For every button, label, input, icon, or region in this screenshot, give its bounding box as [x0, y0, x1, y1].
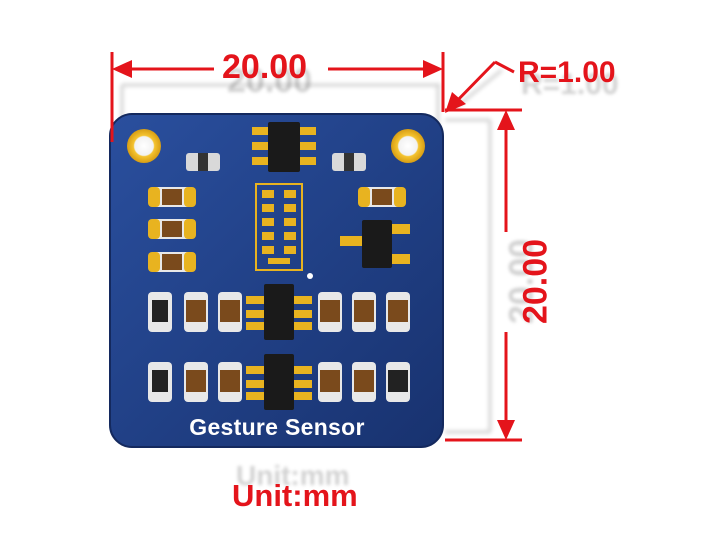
mounting-hole-top-right — [391, 129, 425, 163]
top-right-capacitor — [332, 153, 366, 171]
middle-row-components — [148, 284, 410, 340]
unit-label-shadow: Unit:mm — [236, 460, 350, 491]
pin1-marker — [307, 273, 313, 279]
right-transistor — [340, 220, 410, 268]
radius-dimension-label: R=1.00 — [518, 56, 616, 89]
board-silkscreen-label: Gesture Sensor — [189, 414, 365, 440]
left-resistor-3 — [148, 252, 196, 272]
height-dimension-label: 20.00 — [516, 238, 555, 325]
radius-label-shadow: R=1.00 — [521, 68, 619, 101]
sensor-footprint — [255, 183, 303, 271]
mounting-hole-top-left — [127, 129, 161, 163]
radius-callout — [445, 60, 515, 113]
unit-label: Unit:mm — [232, 478, 358, 513]
left-resistor-2 — [148, 219, 196, 239]
top-ic — [252, 122, 316, 172]
height-dimension — [445, 108, 522, 442]
left-resistor-1 — [148, 187, 196, 207]
right-resistor — [358, 187, 406, 207]
pcb-board — [109, 113, 444, 448]
bottom-row-components — [148, 354, 410, 410]
width-dimension-label: 20.00 — [222, 48, 308, 86]
width-label-shadow: 20.00 — [227, 62, 313, 100]
top-left-capacitor — [186, 153, 220, 171]
width-dimension — [110, 52, 445, 142]
